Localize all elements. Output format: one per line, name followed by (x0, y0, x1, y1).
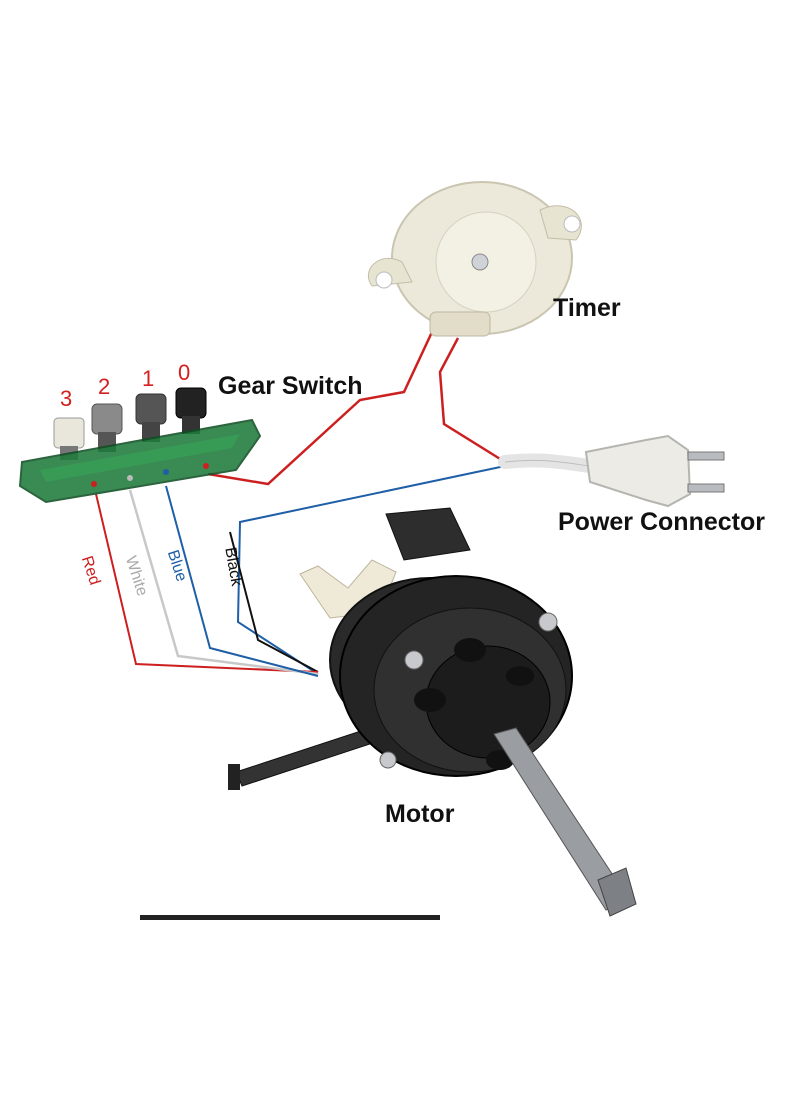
motor-device (228, 508, 636, 916)
switch-number-1: 1 (142, 366, 154, 392)
switch-number-2: 2 (98, 374, 110, 400)
gear-switch-label: Gear Switch (218, 372, 363, 401)
timer-label: Timer (553, 294, 621, 323)
motor-label: Motor (385, 800, 454, 829)
timer-device (368, 182, 581, 336)
wire-black (230, 532, 318, 672)
switch-button-0 (176, 388, 206, 434)
power-connector-label: Power Connector (558, 508, 765, 537)
bottom-divider (140, 915, 440, 920)
gear-switch-device (20, 388, 260, 502)
wire-red-timer-to-plug (440, 338, 505, 462)
power-plug-device (505, 436, 724, 506)
switch-number-0: 0 (178, 360, 190, 386)
switch-button-1 (136, 394, 166, 442)
wire-white-switch-to-motor (130, 490, 318, 674)
switch-number-3: 3 (60, 386, 72, 412)
